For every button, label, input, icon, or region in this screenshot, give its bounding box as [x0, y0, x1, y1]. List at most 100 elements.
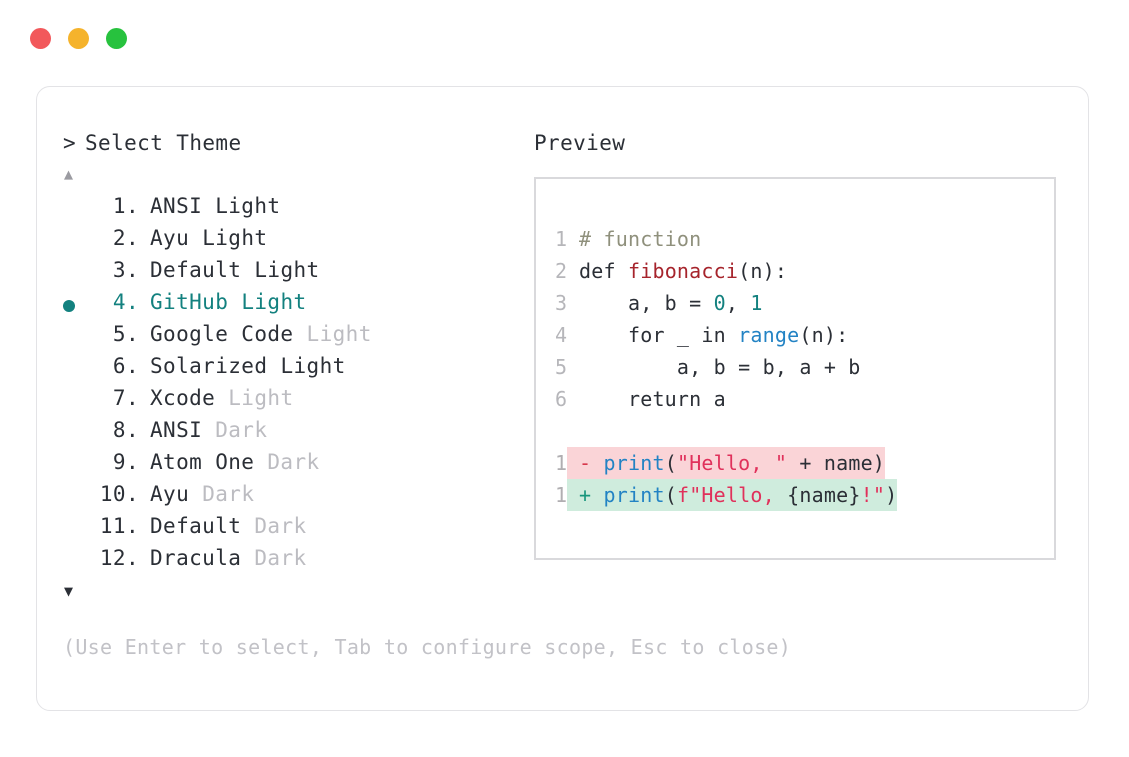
line-number: 2: [555, 259, 568, 283]
selection-bullet-cell: [63, 514, 93, 546]
line-number: 3: [555, 291, 568, 315]
theme-item-variant: Light: [254, 258, 320, 282]
theme-list-item[interactable]: 2.Ayu Light: [63, 226, 533, 258]
theme-item-name: ANSI Light: [150, 194, 281, 218]
theme-item-name: ANSI Dark: [150, 418, 268, 442]
minimize-icon[interactable]: [68, 28, 89, 49]
theme-item-variant: Light: [228, 386, 294, 410]
selection-bullet-cell: [63, 354, 93, 386]
theme-item-name: Ayu Dark: [150, 482, 255, 506]
theme-item-number: 9.: [112, 450, 139, 474]
theme-item-variant: Light: [241, 290, 307, 314]
code-token: f"Hello,: [676, 483, 788, 507]
selection-bullet-cell: [63, 290, 93, 322]
selection-bullet-cell: [63, 386, 93, 418]
selection-bullet-cell: [63, 482, 93, 514]
theme-item-variant: Dark: [202, 482, 255, 506]
theme-selector-pane: > Select Theme ▲ 1. ANSI Light 2.Ayu Light…: [63, 131, 533, 602]
selection-bullet-cell: [63, 322, 93, 354]
theme-item-name: Default Dark: [150, 514, 307, 538]
code-line: 4 for _ in range(n):: [536, 319, 1054, 351]
scroll-up-icon[interactable]: ▲: [64, 165, 74, 183]
selection-bullet-cell: [63, 258, 93, 290]
code-token: print: [603, 451, 665, 475]
keyboard-hint: (Use Enter to select, Tab to configure s…: [63, 635, 792, 659]
code-token: 1: [750, 291, 763, 315]
theme-item-name: Dracula Dark: [150, 546, 307, 570]
diff-line-text: + print(f"Hello, {name}!"): [567, 479, 898, 511]
line-number: 5: [555, 355, 568, 379]
code-line: 5 a, b = b, a + b: [536, 351, 1054, 383]
diff-sign: +: [579, 483, 604, 507]
theme-item-variant: Light: [280, 354, 346, 378]
theme-picker-card: > Select Theme ▲ 1. ANSI Light 2.Ayu Light…: [36, 86, 1089, 711]
code-token: (n):: [738, 259, 788, 283]
theme-item-name: Atom One Dark: [150, 450, 320, 474]
selection-bullet-cell: [63, 546, 93, 578]
selection-bullet-cell: [63, 450, 93, 482]
theme-item-number: 10.: [99, 482, 139, 506]
theme-list-item[interactable]: 11. Default Dark: [63, 514, 533, 546]
theme-list-item[interactable]: 7. Xcode Light: [63, 386, 533, 418]
theme-item-number: 1.: [112, 194, 139, 218]
code-line-text: # function: [567, 223, 701, 255]
code-line-text: return a: [567, 383, 726, 415]
theme-item-name: Xcode Light: [150, 386, 294, 410]
selection-bullet-cell: [63, 418, 93, 450]
theme-list-item[interactable]: 5.Google Code Light: [63, 322, 533, 354]
theme-item-number: 3.: [112, 258, 139, 282]
theme-list-item[interactable]: 10. Ayu Dark: [63, 482, 533, 514]
theme-list-item[interactable]: 12. Dracula Dark: [63, 546, 533, 578]
theme-list-item[interactable]: 1. ANSI Light: [63, 194, 533, 226]
theme-item-number: 11.: [99, 514, 139, 538]
code-token: !": [860, 483, 886, 507]
code-token: for _ in: [579, 323, 739, 347]
theme-item-number: 4.: [112, 290, 139, 314]
theme-item-variant: Dark: [267, 450, 320, 474]
prompt-caret-icon: >: [63, 131, 77, 155]
code-token: ,: [725, 291, 751, 315]
scroll-down-icon[interactable]: ▼: [64, 582, 74, 600]
code-spacer: [536, 415, 1054, 447]
code-line: 3 a, b = 0, 1: [536, 287, 1054, 319]
diff-line-text: - print("Hello, " + name): [567, 447, 886, 479]
theme-item-name: GitHub Light: [150, 290, 307, 314]
theme-item-number: 12.: [99, 546, 139, 570]
selected-bullet-icon: [63, 300, 75, 312]
maximize-icon[interactable]: [106, 28, 127, 49]
theme-list-item[interactable]: 6.Solarized Light: [63, 354, 533, 386]
code-line: 6 return a: [536, 383, 1054, 415]
diff-line-minus: 1- print("Hello, " + name): [536, 447, 1054, 479]
line-number: 6: [555, 387, 568, 411]
theme-item-number: 7.: [112, 386, 139, 410]
theme-item-number: 6.: [112, 354, 139, 378]
preview-label: Preview: [534, 131, 626, 155]
code-token: def: [579, 259, 628, 283]
theme-list-item[interactable]: 3.Default Light: [63, 258, 533, 290]
theme-list-item[interactable]: 4. GitHub Light: [63, 290, 533, 322]
window-controls: [30, 28, 127, 49]
code-line: 2 def fibonacci(n):: [536, 255, 1054, 287]
close-icon[interactable]: [30, 28, 51, 49]
theme-list-item[interactable]: 8.ANSI Dark: [63, 418, 533, 450]
diff-line-plus: 1+ print(f"Hello, {name}!"): [536, 479, 1054, 511]
code-token: (: [664, 451, 677, 475]
code-token: "Hello, ": [676, 451, 788, 475]
diff-sign: -: [579, 451, 604, 475]
code-token: a, b = b, a + b: [579, 355, 861, 379]
theme-list-item[interactable]: 9. Atom One Dark: [63, 450, 533, 482]
code-token: fibonacci: [627, 259, 739, 283]
code-token: 0: [713, 291, 726, 315]
page-title: Select Theme: [85, 131, 242, 155]
theme-item-variant: Dark: [254, 514, 307, 538]
code-token: (: [664, 483, 677, 507]
code-token: + name): [787, 451, 886, 475]
theme-item-name: Google Code Light: [150, 322, 372, 346]
theme-item-variant: Dark: [215, 418, 268, 442]
line-number: 1: [555, 227, 568, 251]
theme-item-name: Ayu Light: [150, 226, 268, 250]
code-token: print: [603, 483, 665, 507]
